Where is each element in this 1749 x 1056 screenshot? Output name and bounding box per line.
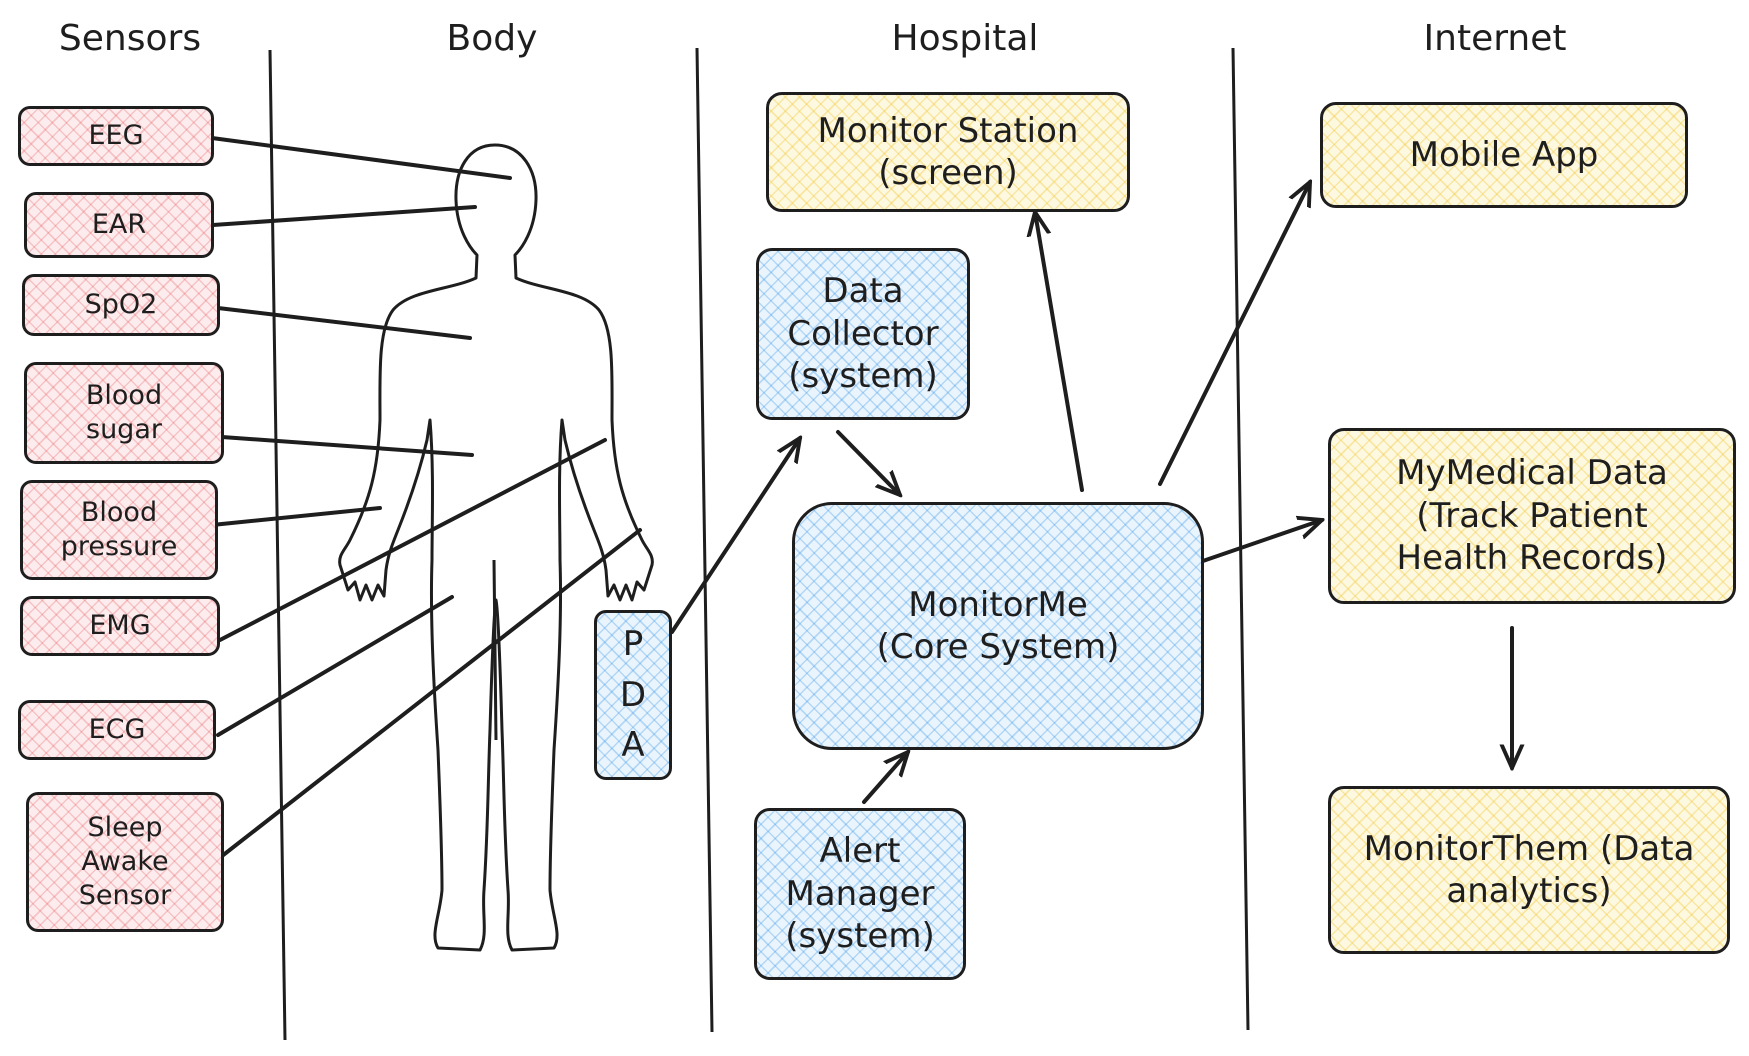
- sensor-ear[interactable]: EAR: [24, 192, 214, 258]
- sensor-blood-sugar[interactable]: Blood sugar: [24, 362, 224, 464]
- sensor-sleep-awake[interactable]: Sleep Awake Sensor: [26, 792, 224, 932]
- connector-blood-pressure: [210, 506, 382, 527]
- pda-letter-d: D: [619, 674, 647, 715]
- mobile-app-box[interactable]: Mobile App: [1320, 102, 1688, 208]
- monitorme-core-box[interactable]: MonitorMe (Core System): [792, 502, 1204, 750]
- mymedical-data-label: MyMedical Data (Track Patient Health Rec…: [1396, 453, 1668, 579]
- sensor-eeg-label: EEG: [88, 120, 144, 152]
- connector-emg: [218, 438, 607, 642]
- lane-header-sensors: Sensors: [58, 18, 202, 59]
- body-leg-gap: [492, 559, 498, 741]
- connector-ear: [211, 205, 477, 227]
- sensor-emg[interactable]: EMG: [20, 596, 220, 656]
- mymedical-data-box[interactable]: MyMedical Data (Track Patient Health Rec…: [1328, 428, 1736, 604]
- sensor-blood-sugar-label: Blood sugar: [85, 380, 163, 445]
- separator-sensors-body: [268, 49, 287, 1041]
- sensor-blood-pressure[interactable]: Blood pressure: [20, 480, 218, 580]
- arrows: [670, 182, 1512, 804]
- sensor-eeg[interactable]: EEG: [18, 106, 214, 166]
- lane-header-internet: Internet: [1423, 18, 1567, 59]
- sensor-spo2-label: SpO2: [84, 289, 158, 321]
- arrow-alert-manager-to-monitorme: [862, 752, 908, 804]
- separator-body-hospital: [695, 47, 714, 1033]
- data-collector-label: Data Collector (system): [787, 271, 939, 397]
- monitorthem-label: MonitorThem (Data analytics): [1363, 828, 1695, 912]
- sensor-blood-pressure-label: Blood pressure: [60, 497, 178, 562]
- sensor-ear-label: EAR: [91, 209, 147, 241]
- alert-manager-box[interactable]: Alert Manager (system): [754, 808, 966, 980]
- connector-eeg: [210, 136, 512, 180]
- monitor-station-label: Monitor Station (screen): [817, 110, 1079, 194]
- arrow-data-collector-to-monitorme: [836, 430, 900, 495]
- data-collector-box[interactable]: Data Collector (system): [756, 248, 970, 420]
- sensor-ecg[interactable]: ECG: [18, 700, 216, 760]
- monitorthem-box[interactable]: MonitorThem (Data analytics): [1328, 786, 1730, 954]
- pda-device[interactable]: P D A: [594, 610, 672, 780]
- lane-header-hospital: Hospital: [891, 18, 1039, 59]
- alert-manager-label: Alert Manager (system): [785, 831, 935, 957]
- sensor-ecg-label: ECG: [88, 714, 146, 746]
- lane-header-body: Body: [446, 18, 538, 59]
- human-body-figure: [338, 143, 654, 952]
- monitorme-core-label: MonitorMe (Core System): [876, 584, 1120, 668]
- separator-hospital-internet: [1231, 47, 1250, 1031]
- mobile-app-label: Mobile App: [1409, 134, 1599, 175]
- arrow-monitorme-to-monitor-station: [1035, 212, 1084, 492]
- pda-letter-p: P: [622, 624, 644, 665]
- sensor-connectors: [210, 136, 642, 858]
- arrow-monitorme-to-mobile-app: [1158, 182, 1310, 486]
- connector-spo2: [216, 306, 472, 340]
- connector-ecg: [216, 595, 454, 737]
- monitor-station-box[interactable]: Monitor Station (screen): [766, 92, 1130, 212]
- connector-blood-sugar: [220, 435, 474, 457]
- pda-letter-a: A: [621, 725, 645, 766]
- sensor-emg-label: EMG: [89, 610, 151, 642]
- connector-sleep-awake: [220, 528, 642, 858]
- arrow-pda-to-data-collector: [670, 438, 800, 634]
- sensor-spo2[interactable]: SpO2: [22, 274, 220, 336]
- sensor-sleep-awake-label: Sleep Awake Sensor: [78, 812, 172, 911]
- arrow-monitorme-to-mymedical: [1198, 520, 1322, 564]
